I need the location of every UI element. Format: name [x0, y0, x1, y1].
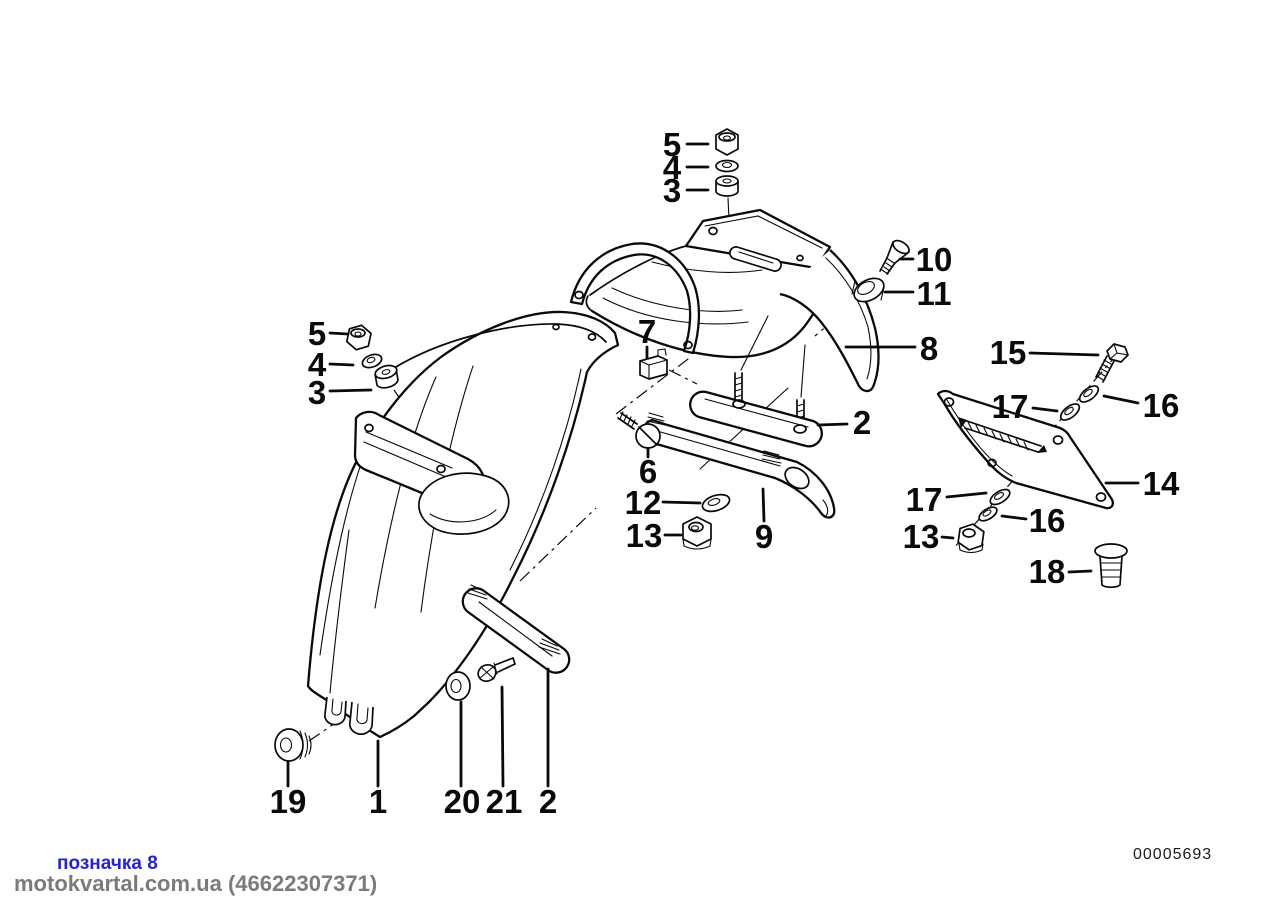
- callout-label: 8: [920, 330, 938, 367]
- callout-12: 12: [625, 484, 702, 521]
- callout-label: 5: [663, 126, 681, 163]
- callout-label: 2: [853, 404, 871, 441]
- part-10-countersunk-screw: [879, 239, 910, 275]
- part-3-bushing-top: [715, 175, 739, 197]
- callout-label: 18: [1029, 553, 1066, 590]
- part-17-washer-lower: [989, 488, 1011, 506]
- callout-8: 8: [844, 330, 938, 367]
- callout-label: 4: [308, 346, 327, 383]
- callout-5-left: 5: [308, 315, 350, 352]
- callout-19: 19: [270, 760, 307, 820]
- part-11-grommet: [851, 277, 885, 303]
- callout-18: 18: [1029, 553, 1093, 590]
- callout-16-upper: 16: [1102, 387, 1180, 424]
- part-12-washer: [701, 493, 731, 513]
- part-13-nut-left: [682, 516, 712, 550]
- mark-link[interactable]: позначка 8: [57, 853, 158, 874]
- callout-label: 15: [990, 334, 1027, 371]
- part-4-washer-top: [715, 159, 739, 173]
- callout-9: 9: [755, 487, 773, 555]
- callout-label: 16: [1029, 502, 1066, 539]
- callout-7: 7: [638, 313, 656, 360]
- doc-number: 00005693: [1133, 846, 1212, 863]
- part-19-grommet: [274, 728, 312, 762]
- callout-label: 11: [917, 275, 952, 312]
- watermark-text: motokvartal.com.ua (46622307371): [14, 871, 377, 896]
- part-18-plug: [1094, 543, 1128, 589]
- part-21-expansion-rivet: [477, 657, 516, 683]
- part-3-bushing-left: [374, 364, 399, 389]
- callout-2-bottom: 2: [539, 667, 557, 820]
- part-15-hex-bolt: [1095, 343, 1129, 383]
- part-5-nut-left: [345, 324, 372, 351]
- part-2-stud-plate-middle: [689, 390, 823, 448]
- fender8-strap: [569, 242, 701, 355]
- callout-label: 9: [755, 518, 773, 555]
- callout-label: 17: [906, 481, 943, 518]
- callout-20: 20: [444, 700, 481, 820]
- part-6-screw: [617, 411, 661, 449]
- callout-13-left: 13: [626, 517, 683, 554]
- callout-1: 1: [369, 739, 387, 820]
- callout-label: 5: [308, 315, 326, 352]
- callout-label: 10: [916, 241, 953, 278]
- callout-label: 12: [625, 484, 662, 521]
- callout-label: 13: [903, 518, 940, 555]
- callout-label: 3: [663, 172, 681, 209]
- callout-label: 4: [663, 149, 682, 186]
- callout-label: 3: [308, 374, 326, 411]
- callout-13-right: 13: [903, 518, 955, 555]
- callout-label: 13: [626, 517, 663, 554]
- callout-label: 14: [1143, 465, 1180, 502]
- callout-14: 14: [1104, 465, 1180, 502]
- part-7-clip: [639, 348, 668, 380]
- part-20-washer: [445, 671, 471, 701]
- callout-label: 7: [638, 313, 656, 350]
- part-17-washer-upper: [1059, 403, 1081, 421]
- callout-3-top: 3: [663, 172, 710, 209]
- callout-label: 21: [486, 783, 523, 820]
- callout-6: 6: [639, 447, 657, 490]
- part-16-washer-upper: [1078, 385, 1100, 403]
- part-13-nut-right: [957, 523, 985, 554]
- callout-label: 16: [1143, 387, 1180, 424]
- part-5-nut-top: [715, 128, 739, 156]
- fender-bottom-tabs: [324, 696, 374, 736]
- callout-21: 21: [486, 685, 523, 820]
- callout-10: 10: [898, 241, 953, 278]
- callout-5-top: 5: [663, 126, 710, 163]
- fender-side-pocket: [418, 472, 510, 535]
- part-16-washer-lower: [978, 506, 998, 522]
- callout-4-top: 4: [663, 149, 710, 186]
- callout-2-middle: 2: [816, 404, 871, 441]
- callout-label: 19: [270, 783, 307, 820]
- callout-16-lower: 16: [1000, 502, 1066, 539]
- callout-label: 20: [444, 783, 481, 820]
- callout-15: 15: [990, 334, 1100, 371]
- part-4-washer-left: [361, 353, 383, 369]
- callouts: 5 4 3 10 11 8 15 17 16 14 17 16 13 18 5 …: [270, 126, 1180, 820]
- part-8-fender-rear-section: [569, 208, 880, 427]
- callout-label: 17: [992, 388, 1029, 425]
- callout-4-left: 4: [308, 346, 355, 383]
- part-14-bracket-plate: [936, 389, 1114, 510]
- callout-11: 11: [883, 275, 952, 312]
- part-1-rear-fender: [306, 310, 620, 739]
- callout-17-upper: 17: [992, 388, 1059, 425]
- callout-3-left: 3: [308, 374, 373, 411]
- fender8-tail: [779, 249, 880, 393]
- callout-label: 6: [639, 453, 657, 490]
- callout-label: 1: [369, 783, 387, 820]
- callout-17-lower: 17: [906, 481, 988, 518]
- callout-label: 2: [539, 783, 557, 820]
